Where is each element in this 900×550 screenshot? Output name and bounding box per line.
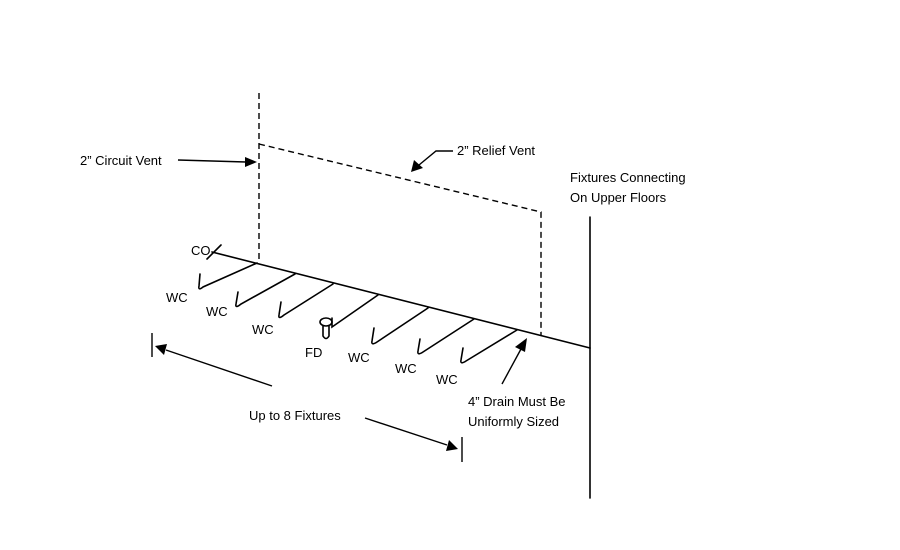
cleanout-mark <box>206 244 222 260</box>
fixture-limit-label: Up to 8 Fixtures <box>249 408 341 423</box>
dimension-right-arrowhead <box>446 440 458 451</box>
floor-drain-icon <box>319 317 333 327</box>
fixture-branches <box>198 262 518 364</box>
relief-vent-arrowhead <box>411 160 423 172</box>
floor-drain-trap <box>322 325 330 340</box>
dimension-right-line <box>364 417 448 446</box>
drain-note-line2: Uniformly Sized <box>468 414 559 429</box>
dimension-left-line <box>165 349 273 387</box>
circuit-vent-label: 2” Circuit Vent <box>80 153 162 168</box>
horizontal-drain-pipe <box>211 251 591 349</box>
relief-vent-arrow-line <box>418 150 453 166</box>
fixture-label-5: WC <box>348 350 370 365</box>
drain-note-arrow-line <box>501 348 522 385</box>
upper-floors-label-line1: Fixtures Connecting <box>570 170 686 185</box>
wc-branch-5 <box>417 318 475 355</box>
wc-branch-6 <box>460 329 518 364</box>
wc-branch-4 <box>371 307 429 345</box>
dimension-left-arrowhead <box>155 344 167 355</box>
cleanout-label: CO <box>191 243 211 258</box>
wc-branch-2 <box>235 273 296 308</box>
circuit-vent-arrowhead <box>245 157 257 167</box>
fixture-label-6: WC <box>395 361 417 376</box>
wc-branch-3 <box>278 283 334 319</box>
fixture-label-3: WC <box>252 322 274 337</box>
wc-branch-1 <box>198 262 258 290</box>
fixture-label-4: FD <box>305 345 322 360</box>
fixture-label-7: WC <box>436 372 458 387</box>
drain-note-arrowhead <box>515 338 527 352</box>
relief-vent-label: 2” Relief Vent <box>457 143 535 158</box>
circuit-vent-arrow-line <box>177 159 247 163</box>
relief-vent-pipe <box>258 143 542 335</box>
drain-note-line1: 4” Drain Must Be <box>468 394 566 409</box>
upper-floors-label-line2: On Upper Floors <box>570 190 667 205</box>
fd-branch <box>331 294 379 329</box>
fixture-label-2: WC <box>206 304 228 319</box>
fixture-label-1: WC <box>166 290 188 305</box>
